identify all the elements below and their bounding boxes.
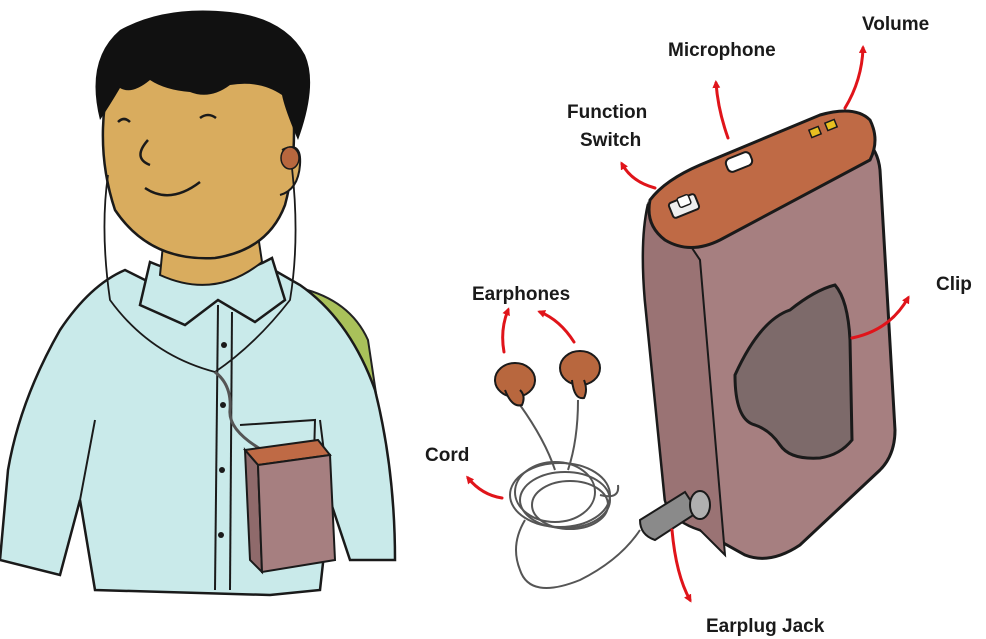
earbud-left xyxy=(495,363,535,405)
label-volume: Volume xyxy=(862,14,929,35)
arrow-earplug-jack xyxy=(672,530,690,600)
label-earplug-jack: Earplug Jack xyxy=(706,616,825,637)
ear-earbud xyxy=(281,147,299,169)
arrow-earphones-right xyxy=(540,312,574,342)
label-earphones: Earphones xyxy=(472,284,570,305)
label-clip: Clip xyxy=(936,274,972,295)
arrow-volume xyxy=(845,48,863,108)
arrow-cord xyxy=(468,478,502,498)
person-device xyxy=(245,440,335,572)
person-illustration xyxy=(0,10,395,595)
label-cord: Cord xyxy=(425,445,469,466)
arrow-function-switch xyxy=(622,164,655,188)
arrow-microphone xyxy=(716,83,728,138)
device-illustration xyxy=(640,111,895,558)
label-function-switch-line1: Function xyxy=(567,102,647,123)
cord-coils xyxy=(510,400,640,588)
label-function-switch-line2: Switch xyxy=(580,130,641,151)
label-microphone: Microphone xyxy=(668,40,776,61)
earbud-right xyxy=(560,351,600,398)
earphones-illustration xyxy=(495,351,640,588)
arrow-earphones-left xyxy=(503,310,508,352)
